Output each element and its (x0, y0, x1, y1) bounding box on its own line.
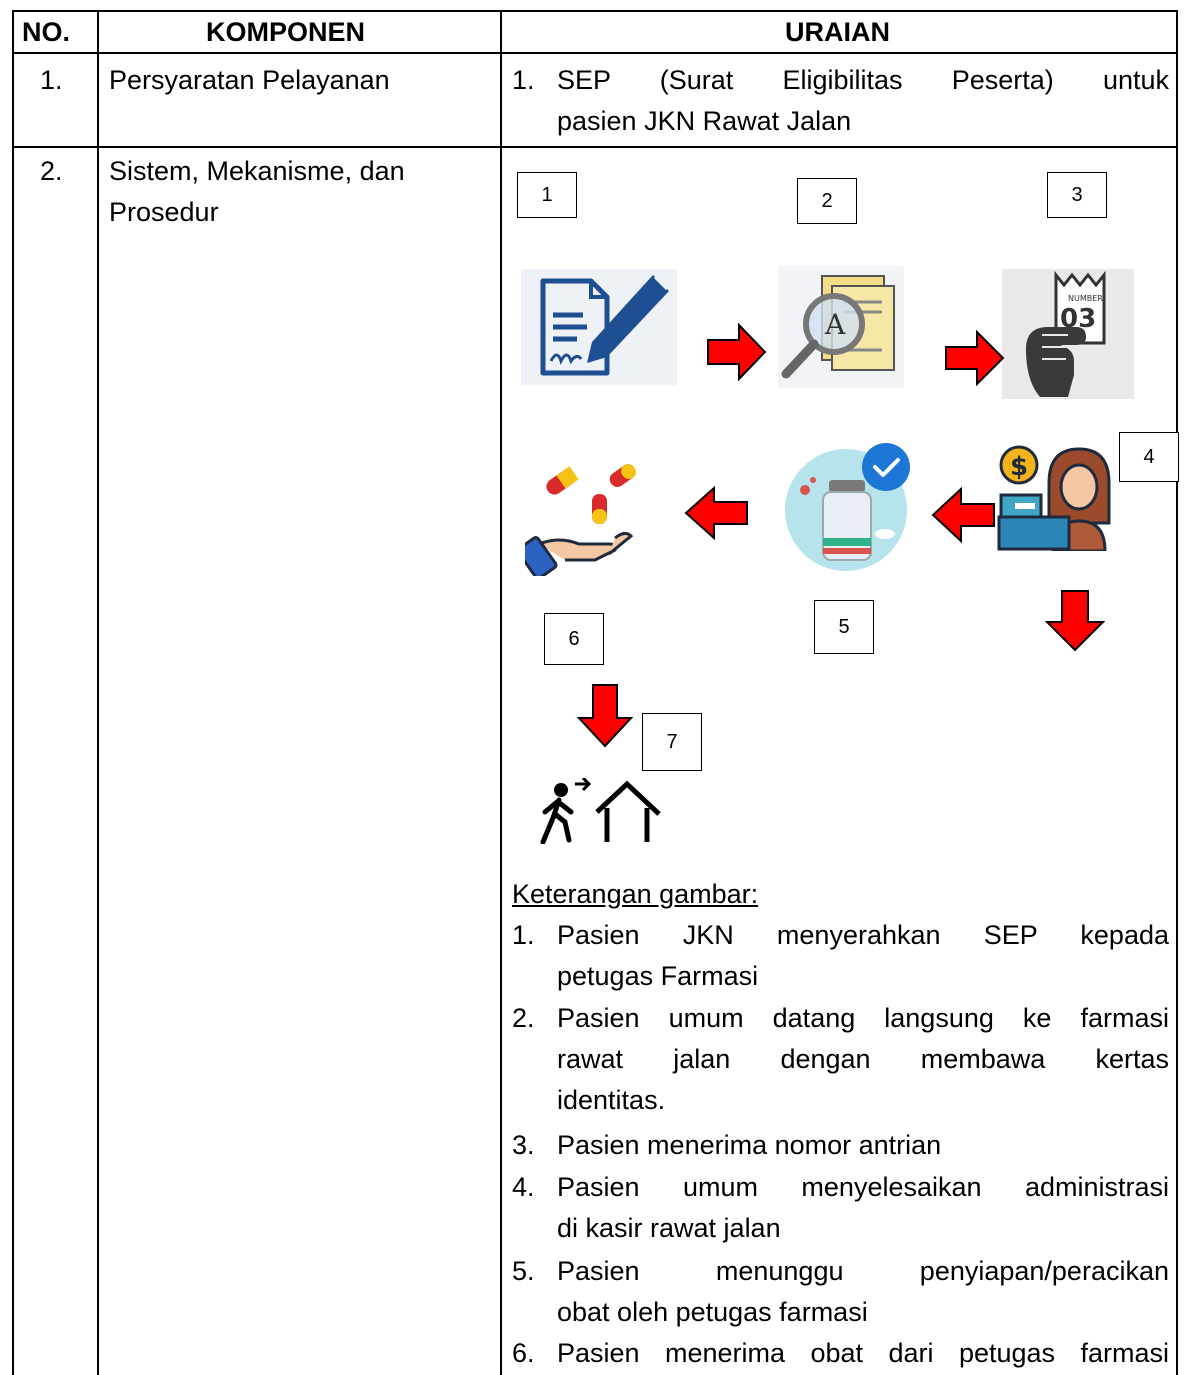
step-number-box: 1 (517, 172, 577, 218)
arrow-left-icon (684, 486, 748, 540)
step-number-box: 3 (1047, 172, 1107, 218)
step-number-box: 6 (544, 613, 604, 665)
table-right-border (1176, 10, 1178, 1375)
legend-item-number: 4. (512, 1172, 535, 1202)
column-divider-komponen (500, 10, 502, 1375)
legend-item-number: 2. (512, 1003, 535, 1033)
arrow-down-icon (577, 684, 633, 748)
legend-item-number: 1. (512, 920, 535, 950)
medicine-bottle-icon (785, 443, 910, 571)
legend-item-line: di kasir rawat jalan (557, 1213, 781, 1243)
table-left-border (12, 10, 14, 1375)
row1-bottom-border (12, 146, 1178, 148)
legend-item-number: 5. (512, 1256, 535, 1286)
legend-item-line: petugas Farmasi (557, 961, 759, 991)
legend-item-line: Pasien JKN menyerahkan SEP kepada (557, 920, 1169, 950)
form-sign-icon (521, 269, 677, 385)
legend-item-line: Pasien menerima obat dari petugas farmas… (557, 1338, 1169, 1368)
legend-item-line: Pasien umum menyelesaikan administrasi (557, 1172, 1169, 1202)
header-bottom-border (12, 52, 1178, 54)
legend-item-line: identitas. (557, 1085, 666, 1115)
row1-uraian-line2: pasien JKN Rawat Jalan (557, 106, 852, 136)
table-top-border (12, 10, 1178, 12)
row1-komponen: Persyaratan Pelayanan (109, 65, 390, 95)
legend-item-line: Pasien menerima nomor antrian (557, 1130, 942, 1160)
arrow-right-icon (945, 330, 1005, 386)
step-number-box: 5 (814, 600, 874, 654)
header-no: NO. (22, 17, 71, 47)
pills-in-hand-icon (525, 464, 636, 576)
row2-no: 2. (40, 156, 63, 186)
step-number-box: 7 (642, 713, 702, 771)
row2-komponen-line1: Sistem, Mekanisme, dan (109, 156, 405, 186)
legend-item-line: rawat jalan dengan membawa kertas (557, 1044, 1169, 1074)
legend-item-line: Pasien umum datang langsung ke farmasi (557, 1003, 1169, 1033)
header-komponen: KOMPONEN (206, 17, 366, 47)
header-uraian: URAIAN (785, 17, 890, 47)
step-number-box: 4 (1119, 432, 1179, 482)
walk-home-icon (540, 778, 661, 844)
svg-text:NUMBER: NUMBER (1068, 294, 1103, 303)
step-number-box: 2 (797, 178, 857, 224)
legend-item-line: Pasien menunggu penyiapan/peracikan (557, 1256, 1169, 1286)
svg-text:$: $ (1010, 452, 1028, 482)
row1-no: 1. (40, 65, 63, 95)
legend-item-number: 3. (512, 1130, 535, 1160)
legend-item-line: obat oleh petugas farmasi (557, 1297, 868, 1327)
legend-title: Keterangan gambar: (512, 879, 759, 909)
document-search-icon: A (778, 266, 904, 388)
cashier-icon: $ (997, 445, 1111, 551)
column-divider-no (97, 10, 99, 1375)
arrow-left-icon (931, 487, 995, 543)
arrow-right-icon (707, 323, 767, 381)
arrow-down-icon (1045, 590, 1105, 652)
row1-uraian-line1: SEP (Surat Eligibilitas Peserta) untuk (557, 65, 1169, 95)
queue-ticket-icon: NUMBER 03 (1002, 269, 1134, 399)
svg-text:A: A (824, 308, 846, 341)
row1-uraian-num: 1. (512, 65, 535, 95)
row2-komponen-line2: Prosedur (109, 197, 219, 227)
legend-item-number: 6. (512, 1338, 535, 1368)
